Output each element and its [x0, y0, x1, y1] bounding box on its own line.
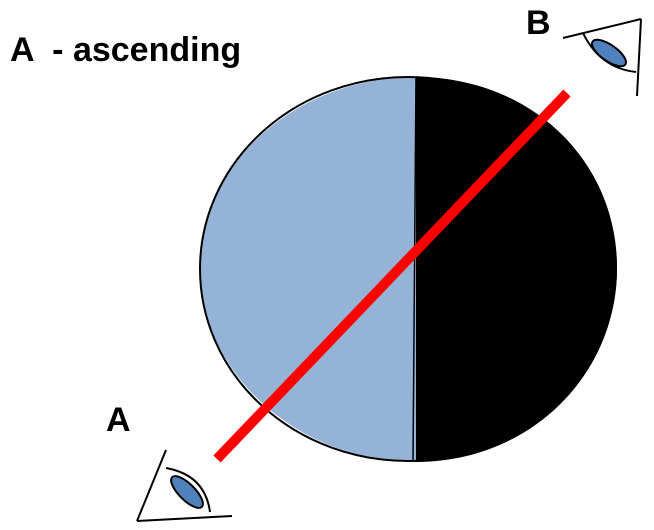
eye-icon: [136, 449, 233, 522]
observer-a-label: A: [106, 401, 131, 439]
moon-lit-half: [200, 77, 416, 462]
moon-outline: [199, 76, 617, 462]
diagram-title: A - ascending: [10, 31, 242, 69]
eye-icon: [562, 18, 642, 97]
moon-dark-half: [416, 77, 617, 462]
observer-b-label: B: [526, 4, 551, 42]
line-of-sight: [213, 89, 571, 463]
terminator-line: [412, 76, 417, 463]
